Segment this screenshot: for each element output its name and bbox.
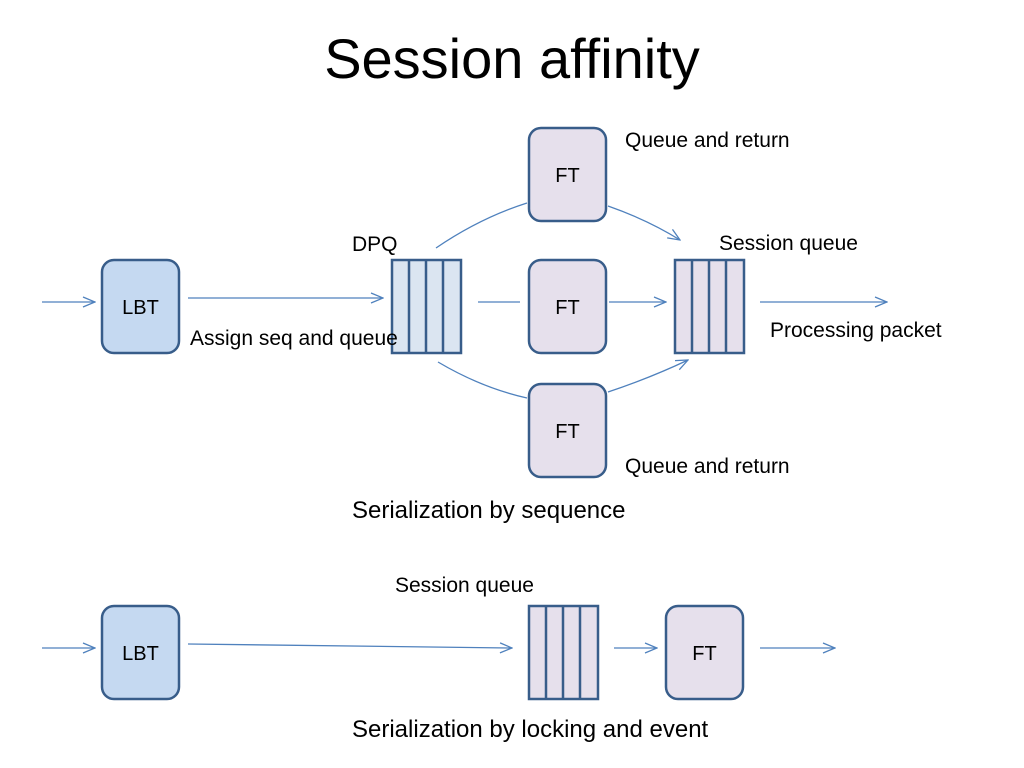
serialization-by-locking-caption: Serialization by locking and event: [352, 716, 709, 743]
ft-node-top-label: FT: [555, 165, 579, 187]
queue-return-bottom-label: Queue and return: [625, 455, 790, 478]
ft-node-bottom: FT: [527, 382, 608, 479]
ft-node-middle-label: FT: [555, 297, 579, 319]
session-queue-bottom: [527, 604, 600, 701]
ft-node-bottom-diagram-label: FT: [692, 643, 716, 665]
assign-seq-label: Assign seq and queue: [190, 327, 398, 350]
lbt-node-bottom-label: LBT: [122, 643, 159, 665]
queue-return-top-label: Queue and return: [625, 129, 790, 152]
dpq-to-ft-bottom-curve: [437, 361, 528, 399]
lbt-node-top: LBT: [100, 258, 181, 355]
ft-node-bottom-diagram: FT: [664, 604, 745, 701]
ft-bottom-to-session-queue-arrow: [607, 360, 688, 393]
dpq-to-ft-top-curve: [435, 202, 528, 249]
ft-top-to-session-queue-arrow: [607, 205, 680, 240]
serialization-by-sequence-caption: Serialization by sequence: [352, 497, 626, 524]
ft-node-middle: FT: [527, 258, 608, 355]
session-queue-bottom-label: Session queue: [395, 574, 534, 597]
session-queue-top: [673, 258, 746, 355]
processing-packet-label: Processing packet: [770, 319, 942, 342]
lbt-node-top-label: LBT: [122, 297, 159, 319]
lbt-to-session-queue-arrow: [187, 644, 512, 648]
dpq-queue: [390, 258, 463, 355]
ft-node-bottom-label: FT: [555, 421, 579, 443]
slide-title: Session affinity: [324, 27, 700, 90]
session-queue-top-label: Session queue: [719, 232, 858, 255]
lbt-node-bottom: LBT: [100, 604, 181, 701]
dpq-label: DPQ: [352, 233, 398, 256]
ft-node-top: FT: [527, 126, 608, 223]
